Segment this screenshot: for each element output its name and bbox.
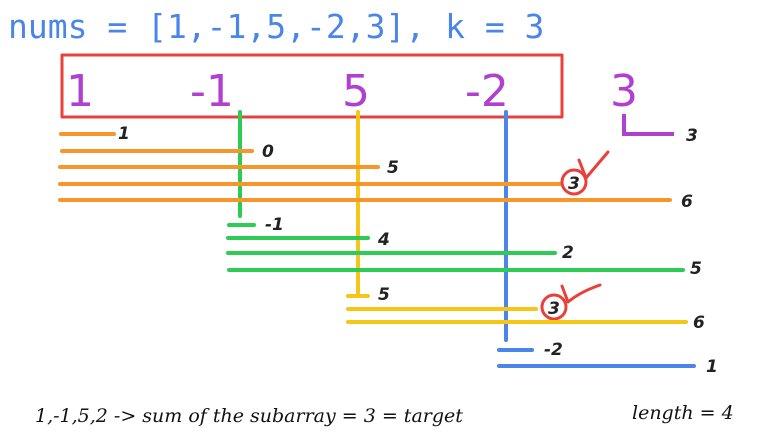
check-icon [577, 150, 610, 180]
num-2: 5 [342, 66, 370, 117]
sum-label-yellow-2: 6 [693, 313, 705, 333]
sum-label-blue-0: -2 [544, 340, 563, 360]
sum-label-orange-3: 3 [568, 174, 580, 194]
num-4: 3 [610, 66, 638, 117]
sum-label-green-2: 2 [562, 243, 574, 263]
num-0: 1 [66, 66, 94, 117]
sum-label-yellow-1: 3 [548, 299, 560, 319]
sum-label-green-0: -1 [265, 215, 284, 235]
num-1: -1 [190, 66, 234, 117]
num-3: -2 [465, 66, 509, 117]
sum-label-green-1: 4 [377, 230, 390, 250]
sum-label-blue-1: 1 [706, 357, 718, 377]
sum-label-yellow-0: 5 [378, 285, 390, 305]
sum-label-purple-0: 3 [686, 126, 698, 146]
sum-label-orange-1: 0 [262, 142, 274, 162]
check-icon [560, 283, 602, 304]
sum-label-orange-2: 5 [387, 158, 399, 178]
match-circle [560, 168, 588, 196]
length-note: length = 4 [632, 402, 734, 424]
purple-bracket [622, 114, 674, 136]
sum-label-orange-0: 1 [118, 124, 130, 144]
array-box [60, 53, 564, 119]
sum-label-green-3: 5 [690, 259, 702, 279]
problem-title: nums = [1,-1,5,-2,3], k = 3 [8, 7, 544, 46]
match-circle [540, 293, 568, 321]
subarray-note: 1,-1,5,2 -> sum of the subarray = 3 = ta… [35, 405, 463, 427]
sum-label-orange-4: 6 [681, 192, 693, 212]
